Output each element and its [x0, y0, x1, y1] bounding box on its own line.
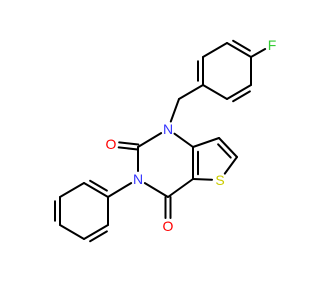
bond-Cq-CH2 — [178, 84, 204, 100]
bond-C7-C6 — [218, 137, 238, 158]
atom-label-o4: O — [163, 218, 174, 234]
bond-C6-S — [223, 156, 238, 175]
atom-f: F — [268, 37, 277, 53]
bond-C4-C4a — [167, 178, 194, 198]
bond-C7-C6-second — [217, 143, 232, 159]
bond-N1-C2 — [137, 132, 163, 148]
atom-o4: O — [163, 218, 174, 234]
bond-F-Cf — [250, 48, 267, 58]
atom-n1: N — [163, 121, 173, 137]
bond-Ca2-Cq — [202, 84, 228, 100]
bond-N3-Ph1 — [107, 182, 133, 198]
bond-N3-C4 — [143, 182, 169, 198]
bond-C2-O2-second — [117, 146, 139, 151]
atom-n3: N — [133, 171, 143, 187]
bond-Ph2-Ph3 — [59, 182, 85, 198]
atom-label-n1: N — [163, 121, 173, 137]
bond-S-C4a — [192, 178, 213, 181]
atom-s: S — [215, 172, 224, 188]
atom-label-s: S — [215, 172, 224, 188]
bond-layer — [54, 39, 267, 243]
bond-C7a-N1 — [173, 132, 194, 148]
bond-Ph1-Ph2 — [83, 182, 109, 198]
bond-CH2-N1 — [169, 98, 180, 123]
atom-label-o2: O — [106, 136, 117, 152]
bond-Cb1-Cb2 — [202, 42, 228, 58]
bond-Ph5-Ph6 — [83, 224, 109, 240]
bond-Ca1-Ca2-second — [232, 90, 251, 103]
atom-o2: O — [106, 136, 117, 152]
atom-label-n3: N — [133, 171, 143, 187]
bond-C2-O2 — [118, 141, 140, 146]
bond-Ca1-Ca2 — [226, 84, 252, 100]
bond-Ph5-Ph6-second — [89, 230, 108, 243]
molecule-structure: F N N O O S — [54, 37, 277, 243]
bond-Cb2-Cf — [226, 42, 252, 58]
bond-Ph1-Ph2-second — [89, 179, 108, 192]
bond-Ph4-Ph5 — [59, 224, 85, 240]
bond-Cb2-Cf-second — [232, 39, 251, 52]
atom-label-layer: F N N O O S — [106, 37, 277, 234]
atom-label-f: F — [268, 37, 277, 53]
bond-C7a-C7 — [192, 137, 220, 148]
